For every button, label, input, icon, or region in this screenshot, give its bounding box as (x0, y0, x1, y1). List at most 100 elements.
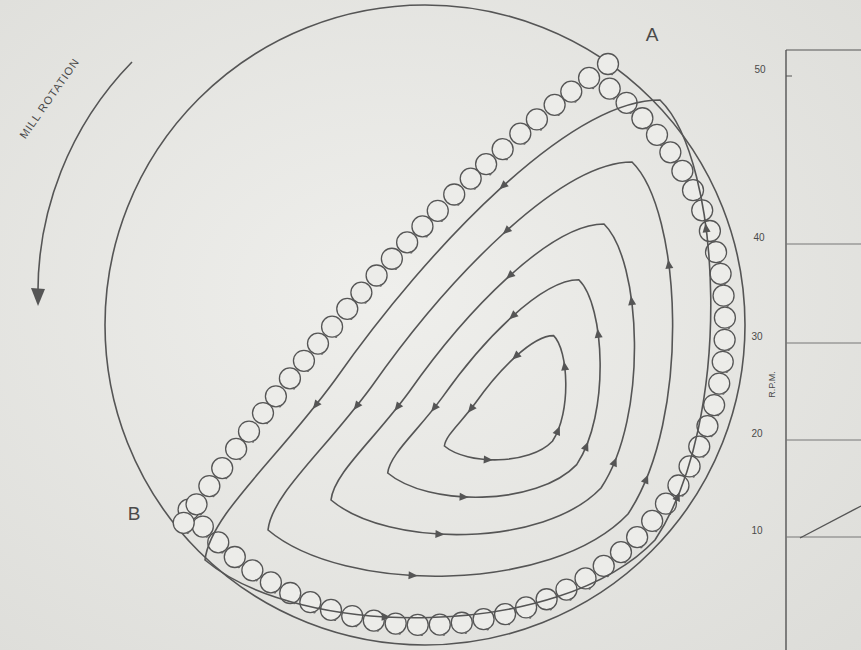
ball-dot (681, 494, 683, 496)
grinding-ball (252, 403, 273, 424)
ball-dot (717, 414, 719, 416)
flow-arrowhead (497, 180, 509, 192)
grinding-ball (709, 373, 730, 394)
flow-arrowhead (391, 401, 403, 413)
grinding-ball (632, 108, 653, 130)
ball-dot (611, 73, 613, 75)
rotation-arrowhead (31, 288, 45, 306)
flow-loop (388, 280, 600, 497)
flow-arrowhead (503, 270, 515, 282)
ball-dot (540, 128, 542, 130)
flow-loop (331, 224, 634, 535)
circulation-loops (205, 100, 711, 621)
grinding-ball (544, 94, 565, 115)
grinding-ball (660, 142, 681, 163)
flow-arrowhead (594, 328, 603, 338)
grinding-ball (655, 493, 676, 514)
grinding-ball (208, 532, 229, 553)
ball-dot (443, 633, 445, 635)
grinding-ball (646, 124, 667, 145)
point-label: B (128, 504, 141, 523)
grinding-ball (713, 285, 734, 307)
grinding-ball (322, 316, 343, 337)
ball-dot (629, 112, 631, 114)
grinding-ball (668, 475, 689, 496)
grinding-ball (599, 78, 620, 100)
ball-dot (221, 551, 223, 553)
flow-arrowhead (701, 223, 710, 233)
grinding-ball (260, 572, 281, 594)
ball-dot (640, 546, 642, 548)
grinding-ball (260, 572, 281, 593)
ball-dot (313, 611, 315, 613)
ball-dot (624, 561, 626, 563)
grinding-ball (713, 285, 734, 306)
ball-dot (238, 566, 240, 568)
flow-loop (268, 162, 673, 576)
ball-dot (474, 187, 476, 189)
grinding-ball (293, 350, 314, 372)
ball-charge (173, 54, 735, 637)
flow-arrowhead (510, 351, 522, 363)
ball-dot (457, 203, 459, 205)
grinding-ball (632, 108, 653, 129)
grinding-ball (192, 516, 213, 537)
grinding-ball (300, 592, 321, 613)
grinding-ball (224, 546, 245, 568)
grinding-ball (280, 583, 301, 604)
grinding-ball (598, 54, 619, 76)
ball-dot (425, 235, 427, 237)
grinding-ball (192, 516, 213, 538)
flow-arrowhead (310, 399, 322, 411)
flow-arrowhead (553, 425, 564, 436)
ball-dot (505, 158, 507, 160)
grinding-ball (363, 610, 384, 632)
grinding-ball (366, 265, 387, 287)
grinding-ball (279, 368, 300, 389)
grinding-ball (660, 142, 681, 164)
ball-dot (612, 97, 614, 99)
grinding-ball (495, 604, 516, 626)
grinding-ball (710, 263, 731, 285)
grinding-ball (293, 350, 314, 371)
axis-tick: 20 (751, 429, 762, 439)
ball-dot (421, 634, 423, 636)
flow-loop (444, 336, 565, 460)
ball-dot (441, 220, 443, 222)
grinding-ball (672, 160, 693, 182)
grinding-ball (714, 307, 735, 328)
grinding-ball (412, 216, 433, 238)
grinding-ball (714, 307, 735, 329)
axis-tick: 40 (753, 233, 764, 243)
grinding-ball (322, 316, 343, 338)
ball-dot (187, 532, 189, 534)
grinding-ball (510, 123, 531, 145)
ball-dot (692, 475, 694, 477)
ball-dot (728, 327, 730, 329)
grinding-ball (381, 248, 402, 270)
ball-dot (529, 616, 531, 618)
ball-dot (266, 422, 268, 424)
ball-dot (489, 173, 491, 175)
axis-tick: 50 (754, 65, 765, 75)
flow-arrowhead (484, 455, 493, 463)
grinding-ball (239, 421, 260, 442)
ball-dot (574, 100, 576, 102)
ball-dot (293, 387, 295, 389)
ball-dot (655, 530, 657, 532)
grinding-ball (173, 512, 194, 534)
grinding-ball (610, 542, 631, 563)
grinding-ball (699, 220, 720, 241)
ball-dot (252, 440, 254, 442)
grinding-ball (510, 123, 531, 144)
flow-arrowhead (641, 473, 652, 484)
grinding-ball (351, 282, 372, 303)
axis-tick: 30 (751, 332, 762, 342)
ball-dot (307, 370, 309, 372)
ball-dot (364, 301, 366, 303)
grinding-ball (556, 579, 577, 601)
ball-dot (239, 458, 241, 460)
grinding-ball (526, 109, 547, 130)
grinding-ball (579, 67, 600, 88)
